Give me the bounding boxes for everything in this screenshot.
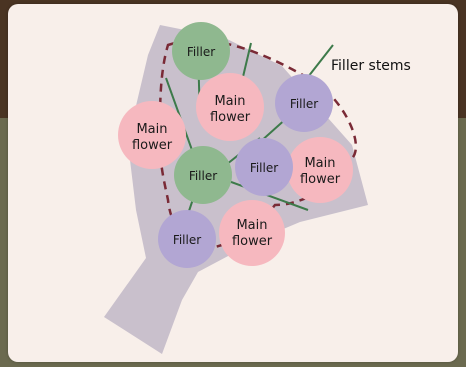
- main-label-4a: Main: [236, 218, 267, 233]
- main-label-3b: flower: [300, 172, 341, 187]
- filler-label-1: Filler: [187, 45, 215, 59]
- filler-label-2: Filler: [290, 97, 318, 111]
- main-label-2a: Main: [136, 122, 167, 137]
- filler-label-3: Filler: [250, 161, 278, 175]
- main-label-1b: flower: [210, 110, 251, 125]
- main-label-1a: Main: [214, 94, 245, 109]
- main-label-4b: flower: [232, 234, 273, 249]
- main-label-3a: Main: [304, 156, 335, 171]
- filler-label-4: Filler: [189, 169, 217, 183]
- main-flower-4: [219, 200, 285, 266]
- filler-label-5: Filler: [173, 233, 201, 247]
- main-label-2b: flower: [132, 138, 173, 153]
- filler-stems-label: Filler stems: [331, 58, 411, 74]
